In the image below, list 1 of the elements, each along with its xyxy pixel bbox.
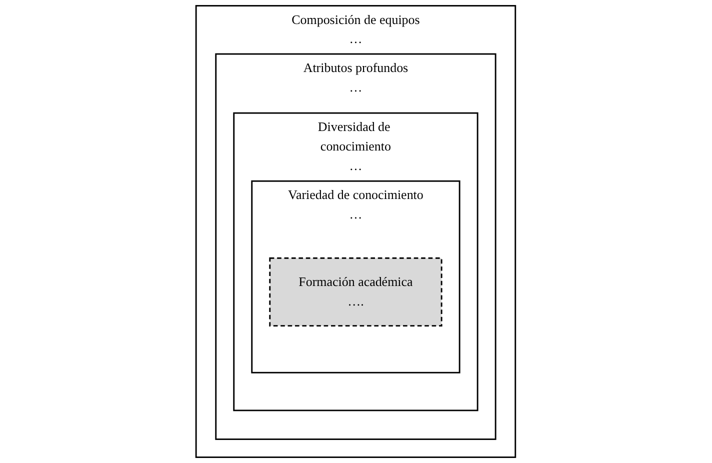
- node-box: Formación académica ….: [269, 257, 443, 327]
